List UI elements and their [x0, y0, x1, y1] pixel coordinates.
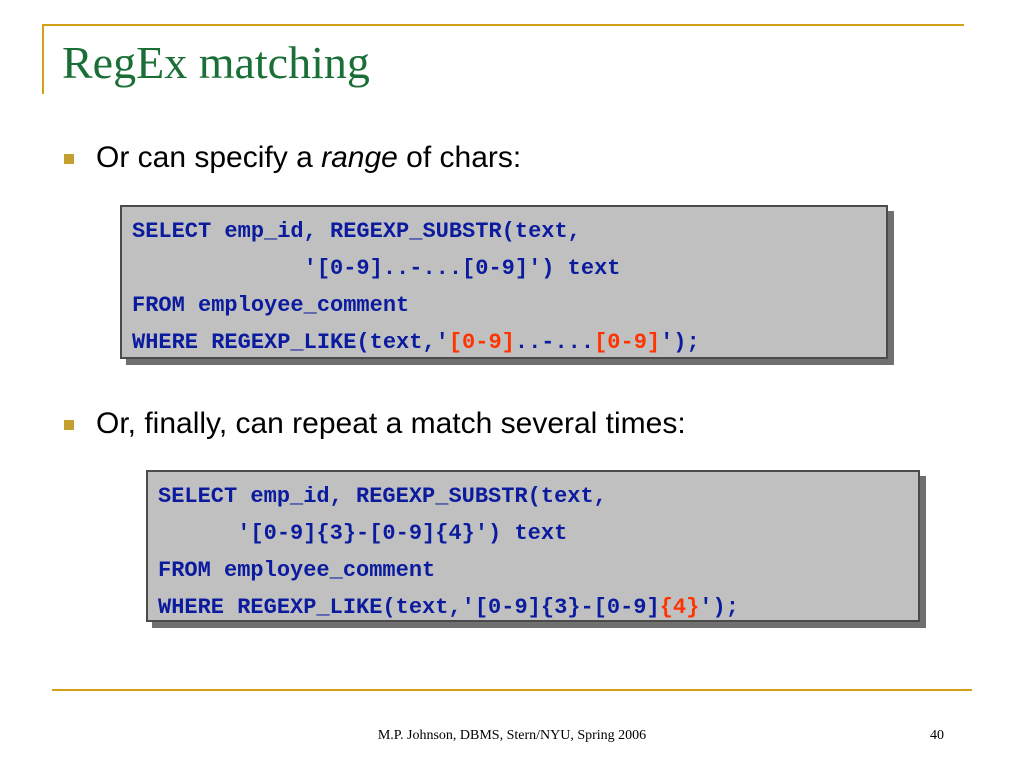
- code-line: SELECT emp_id, REGEXP_SUBSTR(text,: [158, 484, 607, 509]
- code-line: SELECT emp_id, REGEXP_SUBSTR(text,: [132, 219, 581, 244]
- bullet-text: Or, finally, can repeat a match several …: [96, 407, 686, 440]
- footer-text: M.P. Johnson, DBMS, Stern/NYU, Spring 20…: [377, 728, 647, 743]
- code-line: WHERE REGEXP_LIKE(text,'[0-9]..-...[0-9]…: [132, 330, 700, 355]
- left-rule: [42, 24, 44, 94]
- bullet-range: Or can specify a range of chars:: [64, 140, 521, 176]
- code-highlight: [0-9]: [448, 330, 515, 355]
- code-line: FROM employee_comment: [132, 293, 410, 318]
- code-block-repeat: SELECT emp_id, REGEXP_SUBSTR(text, '[0-9…: [146, 470, 920, 622]
- bullet-emphasis: range: [321, 141, 398, 174]
- code-highlight: {4}: [659, 595, 700, 620]
- code-line: WHERE REGEXP_LIKE(text,'[0-9]{3}-[0-9]{4…: [158, 595, 739, 620]
- code-block-range: SELECT emp_id, REGEXP_SUBSTR(text, '[0-9…: [120, 205, 888, 359]
- bullet-text: Or can specify a range of chars:: [96, 141, 522, 174]
- page-number: 40: [930, 728, 944, 743]
- top-rule: [44, 24, 964, 26]
- slide-title: RegEx matching: [62, 37, 370, 88]
- code-line: FROM employee_comment: [158, 558, 436, 583]
- code-line: '[0-9]..-...[0-9]') text: [132, 256, 621, 281]
- code-highlight: [0-9]: [594, 330, 661, 355]
- bullet-square-icon: [64, 154, 74, 164]
- bullet-square-icon: [64, 420, 74, 430]
- bottom-rule: [52, 689, 972, 691]
- bullet-repeat: Or, finally, can repeat a match several …: [64, 406, 686, 442]
- code-line: '[0-9]{3}-[0-9]{4}') text: [158, 521, 568, 546]
